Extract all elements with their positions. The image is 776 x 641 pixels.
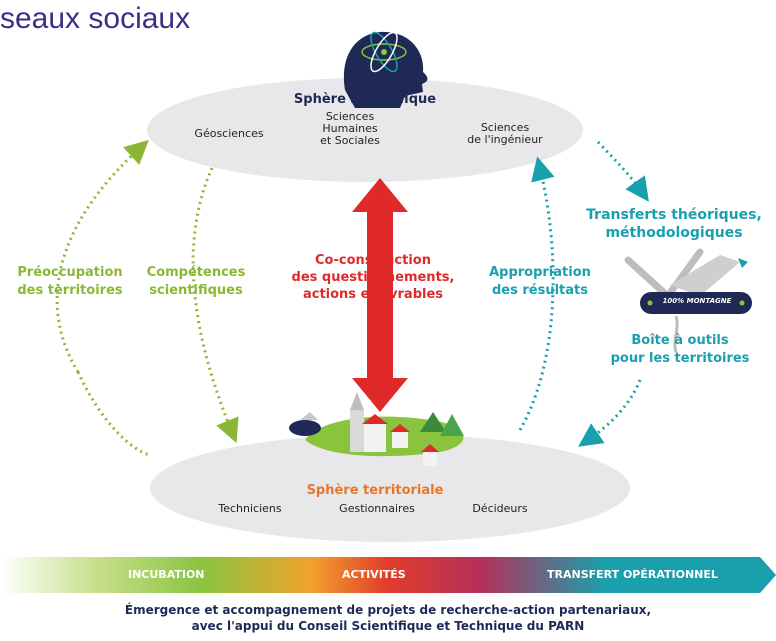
village-icon bbox=[289, 392, 464, 466]
bottom-sphere-title: Sphère territoriale bbox=[306, 483, 444, 498]
footer-line-1: Émergence et accompagnement de projets d… bbox=[124, 603, 652, 617]
teal-bottom-arc bbox=[578, 379, 642, 447]
bottom-sphere-item-techniciens: Techniciens bbox=[218, 502, 282, 515]
multitool-icon bbox=[624, 248, 752, 353]
timeline-stage-activites: ACTIVITÉS bbox=[342, 568, 406, 581]
knife-badge: 100% MONTAGNE bbox=[662, 297, 732, 305]
bottom-sphere-item-decideurs: Décideurs bbox=[472, 502, 528, 515]
top-sphere-title: Sphère scientifique bbox=[293, 92, 437, 107]
teal-top-arc bbox=[596, 140, 649, 202]
timeline-stage-incubation: INCUBATION bbox=[128, 568, 205, 581]
top-sphere-item-geosciences: Géosciences bbox=[194, 127, 264, 140]
head-icon bbox=[343, 31, 428, 109]
label-transferts: Transferts théoriques, méthodologiques bbox=[586, 207, 762, 241]
label-competences: Compétences scientifiques bbox=[146, 265, 246, 298]
page-title-fragment: seaux sociaux bbox=[0, 2, 191, 35]
top-sphere-ellipse bbox=[147, 78, 583, 182]
green-inner-arc bbox=[191, 167, 239, 444]
timeline-stage-transfert: TRANSFERT OPÉRATIONNEL bbox=[547, 568, 718, 581]
bottom-sphere-ellipse bbox=[150, 434, 630, 542]
bottom-sphere-item-gestionnaires: Gestionnaires bbox=[339, 502, 415, 515]
top-sphere-item-shs: Sciences Humaines et Sociales bbox=[320, 110, 380, 147]
label-preoccupation: Préoccupation des territoires bbox=[17, 265, 123, 298]
label-co-construction: Co-construction des questionnements, act… bbox=[291, 253, 455, 302]
green-outer-arc-tail bbox=[76, 371, 151, 457]
teal-inner-arc bbox=[518, 156, 555, 431]
green-outer-arc bbox=[55, 139, 149, 373]
label-appropriation: Appropriation des résultats bbox=[489, 265, 591, 298]
top-sphere-item-engineering: Sciences de l'ingénieur bbox=[467, 121, 543, 146]
timeline-bar bbox=[0, 557, 776, 593]
label-boite-outils: Boîte à outils pour les territoires bbox=[610, 333, 750, 366]
footer-line-2: avec l'appui du Conseil Scientifique et … bbox=[191, 619, 585, 633]
co-construction-arrow bbox=[352, 178, 408, 412]
